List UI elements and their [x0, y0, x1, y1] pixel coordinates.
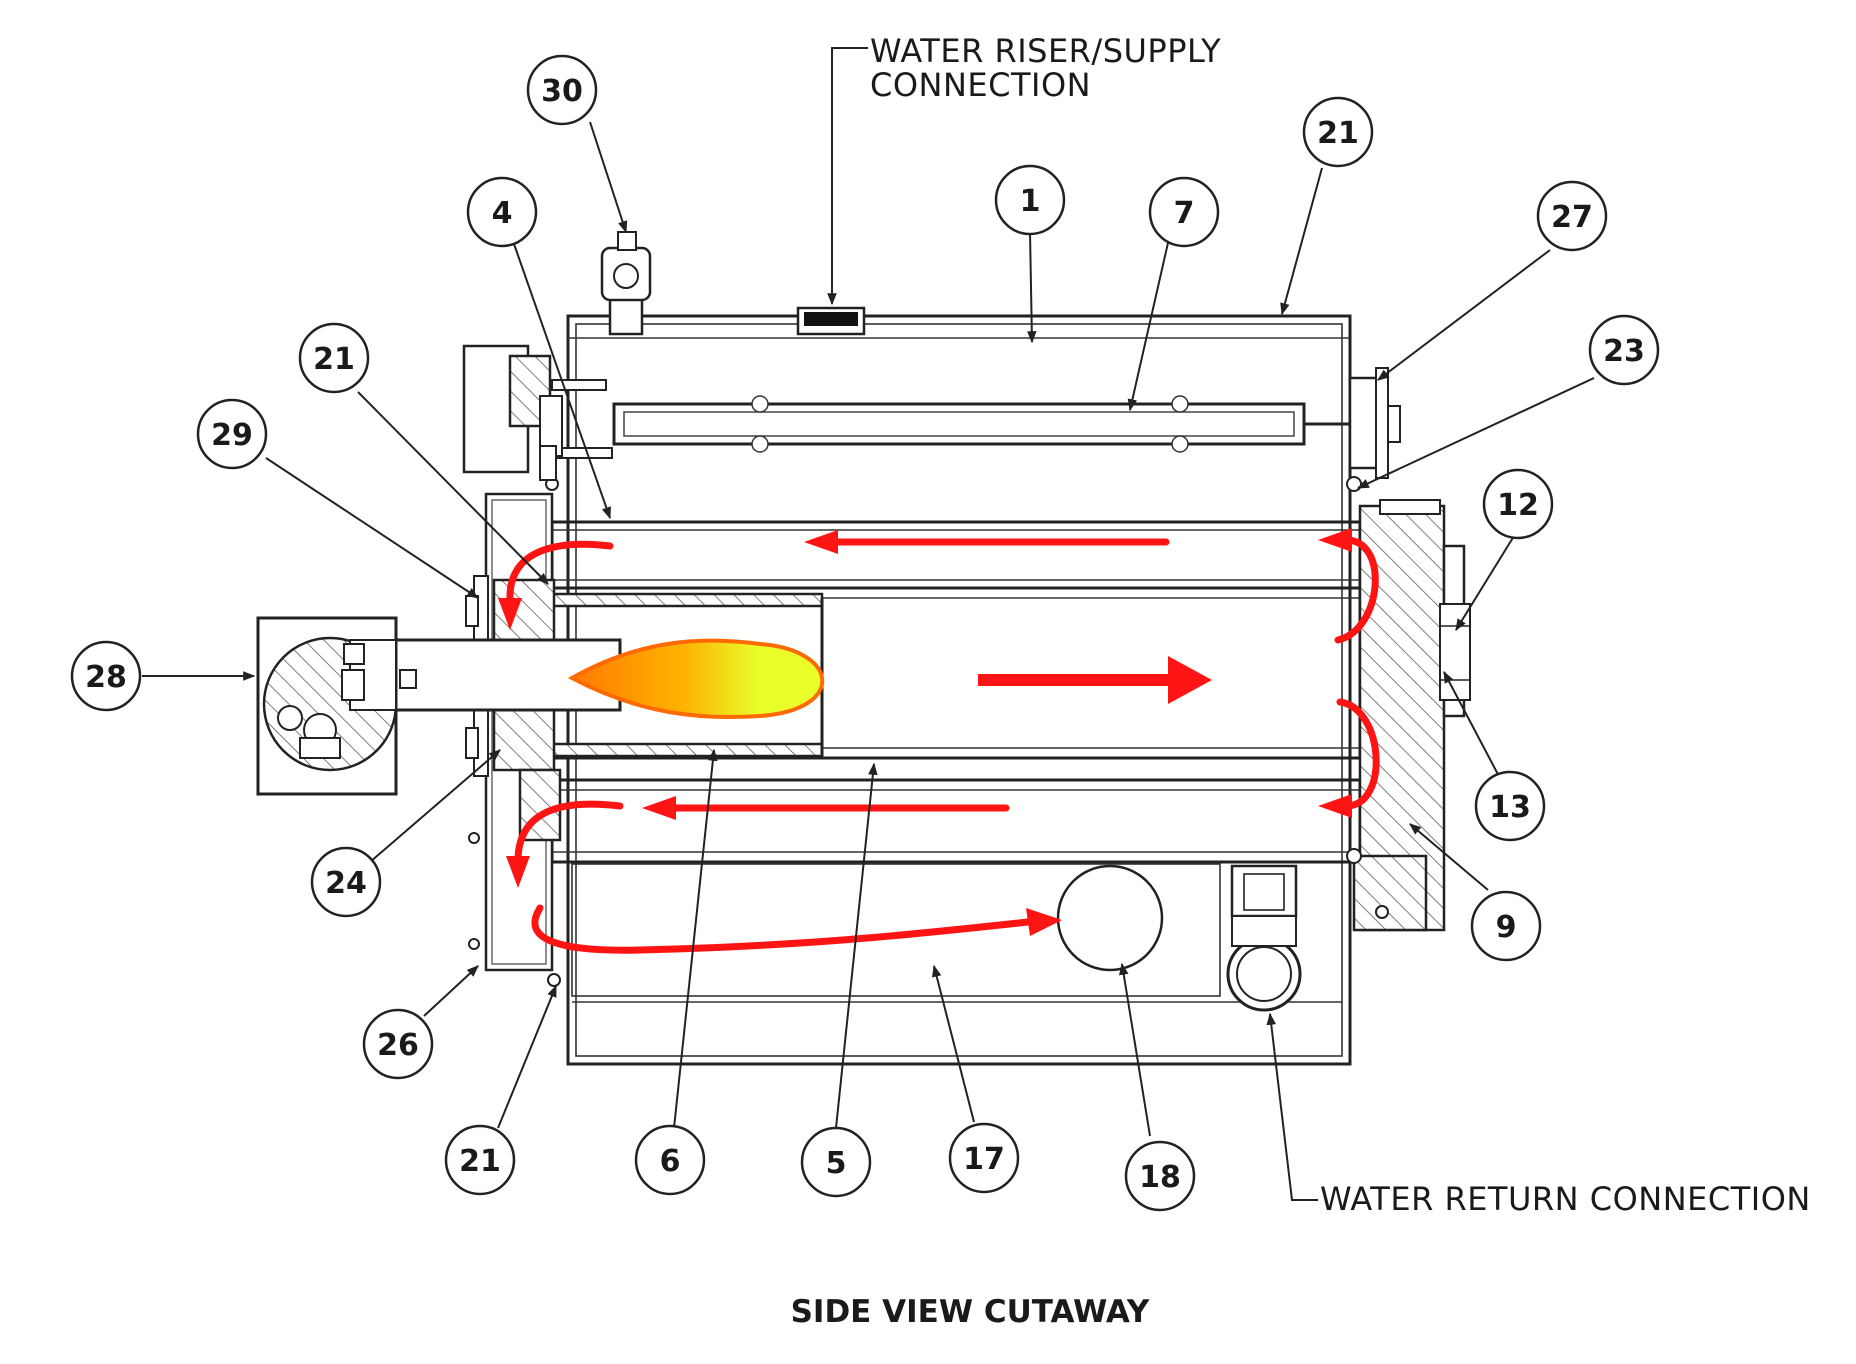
callout-9: 9 [1470, 890, 1542, 962]
callout-21-left: 21 [298, 322, 370, 394]
callout-5-label: 5 [826, 1146, 847, 1181]
flow-arrow-bottom [531, 904, 1032, 954]
callout-4-label: 4 [492, 196, 513, 231]
callout-24-label: 24 [325, 866, 367, 901]
callout-13: 13 [1474, 770, 1546, 842]
supply-connection-label-line1: WATER RISER/SUPPLY [870, 32, 1221, 70]
upper-flue-tube [550, 520, 1362, 590]
callout-26-label: 26 [377, 1028, 419, 1063]
callout-7: 7 [1148, 176, 1220, 248]
flow-turn-rear-bottom [1336, 698, 1380, 810]
callout-1-label: 1 [1020, 184, 1041, 219]
callout-21-top: 21 [1302, 96, 1374, 168]
callout-27-label: 27 [1551, 200, 1593, 235]
burner-flame [567, 638, 825, 720]
flow-turn-front-bottom [514, 800, 624, 862]
callout-17-label: 17 [963, 1142, 1005, 1177]
gas-flow-arrows [498, 528, 1380, 954]
callout-18-label: 18 [1139, 1160, 1181, 1195]
supply-connection-label-line2: CONNECTION [870, 66, 1091, 104]
callout-9-label: 9 [1496, 910, 1517, 945]
callout-5: 5 [800, 1126, 872, 1198]
return-connection-label: WATER RETURN CONNECTION [1320, 1180, 1811, 1218]
flow-turn-rear-top [1334, 536, 1379, 644]
lower-flue-tube [550, 778, 1362, 864]
callout-1: 1 [994, 164, 1066, 236]
callout-13-label: 13 [1489, 790, 1531, 825]
callout-21-bottom: 21 [444, 1124, 516, 1196]
callout-7-label: 7 [1174, 196, 1195, 231]
callout-12: 12 [1482, 468, 1554, 540]
callout-6: 6 [634, 1124, 706, 1196]
flow-turn-front-top [506, 540, 614, 604]
callout-29: 29 [196, 398, 268, 470]
callout-28-label: 28 [85, 660, 127, 695]
callout-21-bottom-label: 21 [459, 1144, 501, 1179]
supply-nozzle-fill [804, 312, 858, 326]
liner-bottom [550, 742, 824, 758]
callout-24: 24 [310, 846, 382, 918]
callout-29-label: 29 [211, 418, 253, 453]
leader-lines [142, 47, 1595, 1201]
callout-17: 17 [948, 1122, 1020, 1194]
callout-6-label: 6 [660, 1144, 681, 1179]
callout-23: 23 [1588, 314, 1660, 386]
callout-23-label: 23 [1603, 334, 1645, 369]
lower-compartment [571, 863, 1221, 997]
callout-26: 26 [362, 1008, 434, 1080]
diagram-caption: SIDE VIEW CUTAWAY [791, 1294, 1150, 1330]
callout-12-label: 12 [1497, 488, 1539, 523]
callout-4: 4 [466, 176, 538, 248]
callout-bubbles: 30 4 1 7 21 27 23 21 29 12 28 13 24 9 26… [70, 54, 1660, 1212]
callout-27: 27 [1536, 180, 1608, 252]
liner-top [550, 592, 824, 608]
callout-21-top-label: 21 [1317, 116, 1359, 151]
callout-18: 18 [1124, 1140, 1196, 1212]
part-18-port [1056, 864, 1164, 972]
callout-28: 28 [70, 640, 142, 712]
callout-30: 30 [526, 54, 598, 126]
callout-21-left-label: 21 [313, 342, 355, 377]
callout-30-label: 30 [541, 74, 583, 109]
